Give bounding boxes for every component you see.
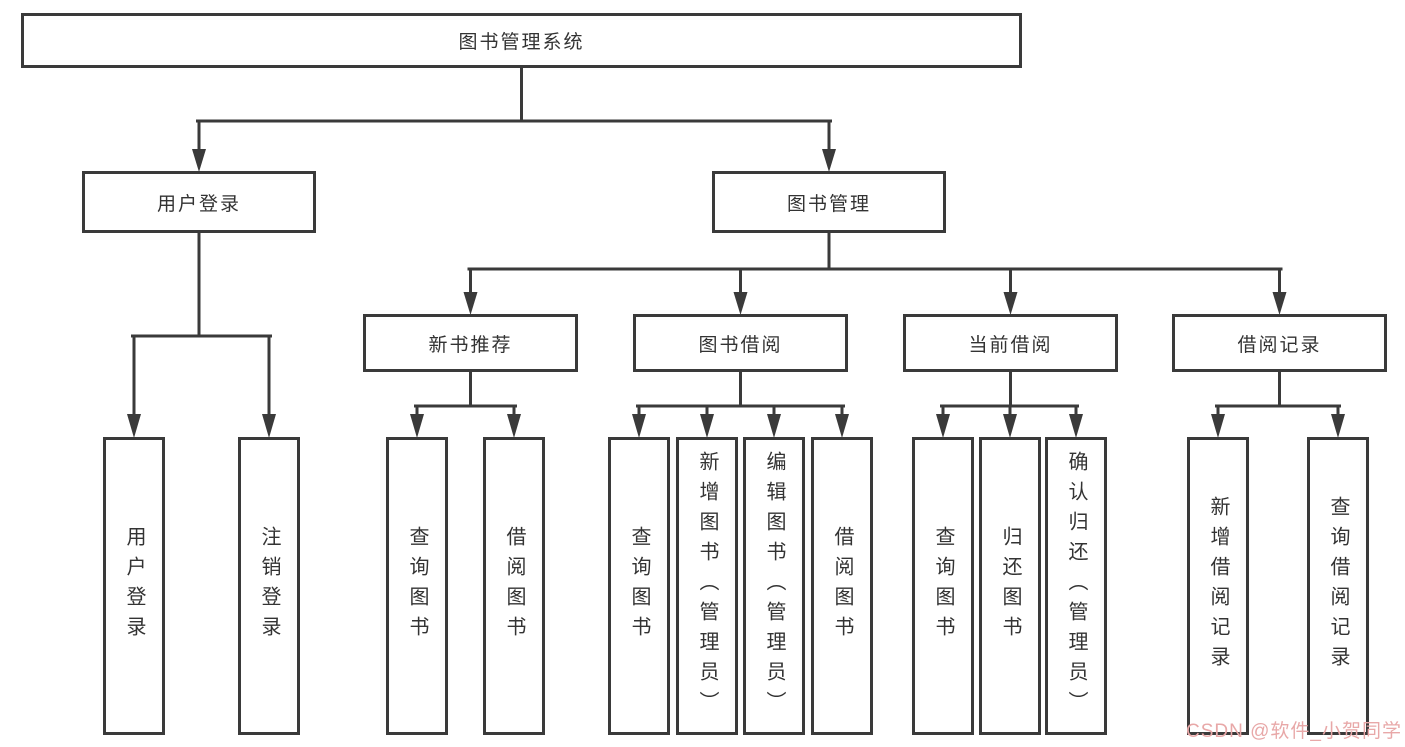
node-label: 新增借阅记录 <box>1207 496 1229 676</box>
node-borrowing-records: 借阅记录 <box>1172 314 1387 372</box>
leaf-borrow-add-books-admin: 新增图书（管理员） <box>676 437 738 735</box>
node-label: 查询图书 <box>406 526 428 646</box>
leaf-current-query-books: 查询图书 <box>912 437 974 735</box>
node-new-book-recommendation: 新书推荐 <box>363 314 578 372</box>
leaf-borrow-edit-books-admin: 编辑图书（管理员） <box>743 437 805 735</box>
node-label: 归还图书 <box>999 526 1021 646</box>
node-label: 用户登录 <box>123 526 145 646</box>
node-label: 借阅图书 <box>831 526 853 646</box>
leaf-current-confirm-return-admin: 确认归还（管理员） <box>1045 437 1107 735</box>
node-label: 查询借阅记录 <box>1327 496 1349 676</box>
node-label: 查询图书 <box>932 526 954 646</box>
leaf-logout: 注销登录 <box>238 437 300 735</box>
leaf-recommend-query-books: 查询图书 <box>386 437 448 735</box>
leaf-borrow-query-books: 查询图书 <box>608 437 670 735</box>
leaf-current-return-books: 归还图书 <box>979 437 1041 735</box>
node-book-borrowing: 图书借阅 <box>633 314 848 372</box>
node-label: 注销登录 <box>258 526 280 646</box>
node-label: 确认归还（管理员） <box>1065 451 1087 721</box>
node-label: 当前借阅 <box>968 334 1053 356</box>
node-label: 新书推荐 <box>428 334 513 356</box>
leaf-user-login: 用户登录 <box>103 437 165 735</box>
node-label: 编辑图书（管理员） <box>763 451 785 721</box>
node-label: 借阅记录 <box>1237 334 1322 356</box>
node-label: 新增图书（管理员） <box>696 451 718 721</box>
leaf-records-query-record: 查询借阅记录 <box>1307 437 1369 735</box>
node-label: 查询图书 <box>628 526 650 646</box>
node-label: 图书管理 <box>786 193 871 215</box>
node-label: 借阅图书 <box>503 526 525 646</box>
node-book-management: 图书管理 <box>712 171 946 233</box>
node-current-borrowing: 当前借阅 <box>903 314 1118 372</box>
node-label: 用户登录 <box>156 193 241 215</box>
leaf-recommend-borrow-books: 借阅图书 <box>483 437 545 735</box>
node-label: 图书借阅 <box>698 334 783 356</box>
leaf-records-add-record: 新增借阅记录 <box>1187 437 1249 735</box>
node-user-login: 用户登录 <box>82 171 316 233</box>
node-label: 图书管理系统 <box>458 32 585 53</box>
leaf-borrow-borrow-books: 借阅图书 <box>811 437 873 735</box>
csdn-watermark: CSDN @软件_小贺同学 <box>1186 721 1402 742</box>
node-root: 图书管理系统 <box>21 13 1022 68</box>
